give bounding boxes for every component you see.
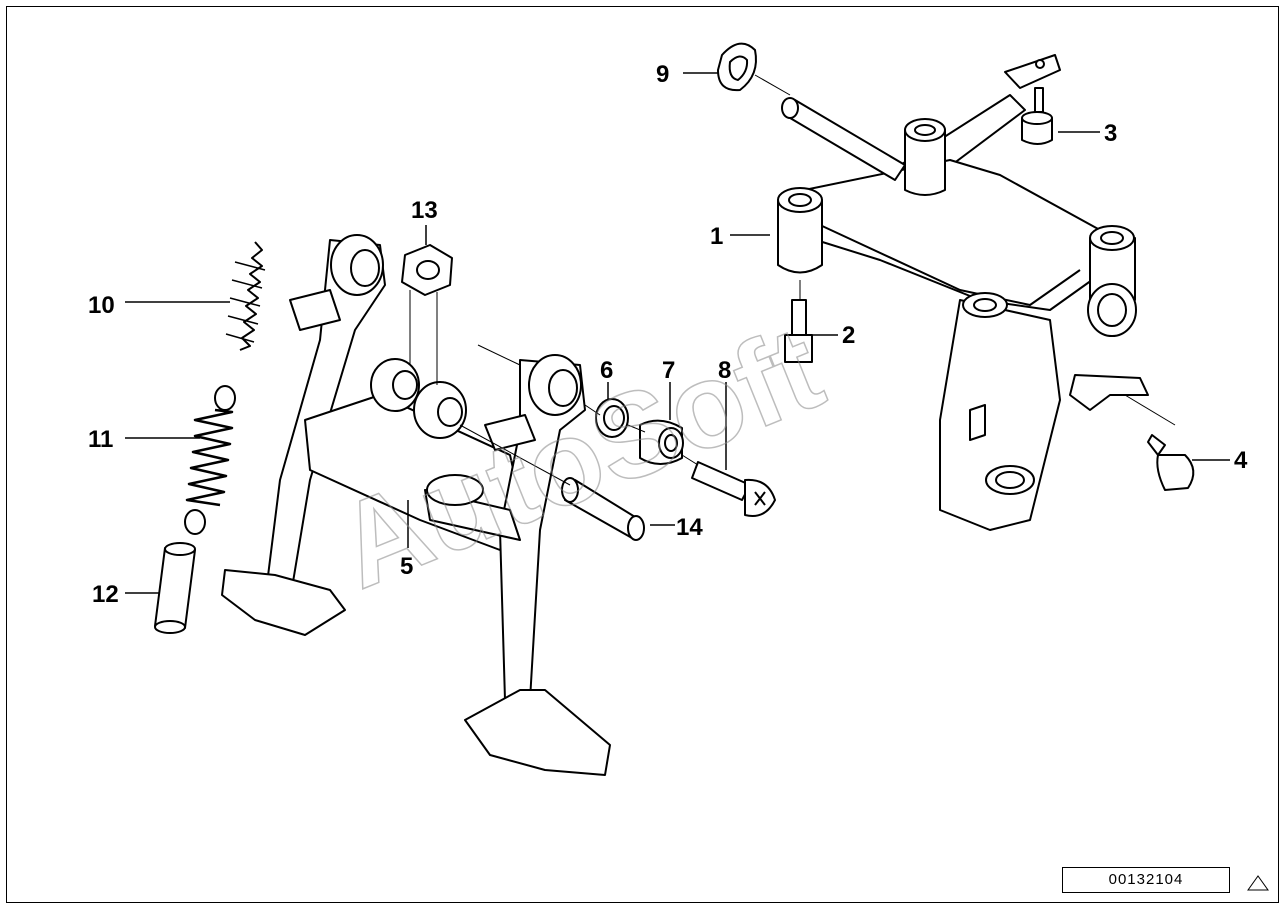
label-part-9: 9	[656, 61, 669, 88]
center-stand	[221, 234, 611, 776]
screw	[691, 461, 776, 517]
label-part-2: 2	[842, 322, 855, 349]
label-part-8: 8	[718, 357, 731, 384]
warning-triangle-icon	[1247, 875, 1269, 891]
label-part-7: 7	[662, 357, 675, 384]
hex-bolt	[784, 299, 813, 363]
label-part-13: 13	[411, 197, 438, 224]
label-part-1: 1	[710, 223, 723, 250]
main-stand-bracket	[777, 54, 1149, 531]
hollow-pin	[561, 477, 645, 541]
rubber-cap	[1021, 87, 1053, 145]
retaining-clip	[717, 42, 757, 92]
label-part-11: 11	[88, 426, 113, 453]
bushing	[639, 419, 684, 465]
label-part-6: 6	[600, 357, 613, 384]
label-part-10: 10	[88, 292, 115, 319]
label-part-3: 3	[1104, 120, 1117, 147]
part-labels: 1 2 3 4 5 6 7 8 9 10 11 12 13 14	[88, 61, 1248, 608]
spring-long	[184, 385, 236, 535]
assembly-lines	[409, 74, 1176, 486]
o-ring	[595, 398, 629, 438]
spring-short	[225, 241, 266, 351]
label-part-4: 4	[1234, 447, 1248, 474]
spring-clip	[401, 244, 453, 296]
document-number: 00132104	[1062, 867, 1230, 893]
rubber-stopper	[1147, 434, 1195, 491]
diagram-frame	[6, 6, 1279, 903]
leader-lines	[125, 72, 1230, 594]
pivot-pin	[781, 97, 906, 181]
label-part-12: 12	[92, 581, 119, 608]
label-part-14: 14	[676, 514, 703, 541]
sleeve	[154, 542, 196, 634]
label-part-5: 5	[400, 553, 413, 580]
